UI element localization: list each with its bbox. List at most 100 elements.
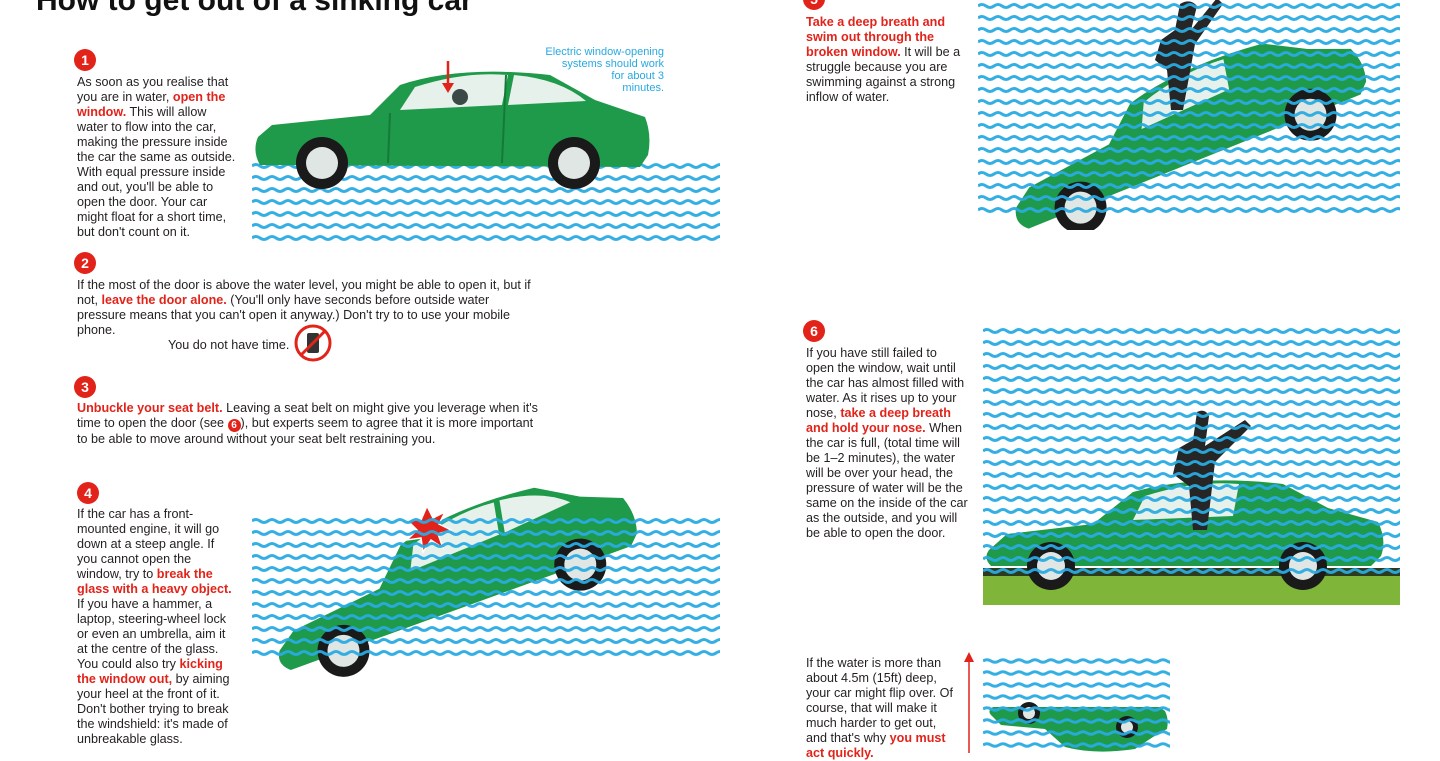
wave-line [983,496,1400,502]
step-5-number: 5 [803,0,825,10]
wave-line [252,518,720,524]
wave-line [983,340,1400,346]
wave-line [252,638,720,644]
step-text-segment: It will be a struggle because you are sw… [806,45,961,104]
wave-line [983,436,1400,442]
step-highlight: open the window. [77,90,226,119]
wave-line [983,484,1400,490]
note-line: minutes. [622,82,664,94]
step-highlight: Take a deep breath and swim out through … [806,15,946,59]
note-line: Electric window-opening [545,46,664,58]
step-text-segment: by aiming your heel at the front of it. … [77,672,230,746]
step-5-text: Take a deep breath and swim out through … [806,15,966,105]
step-text-segment: This will allow water to flow into the c… [77,105,236,239]
wave-line [252,199,720,205]
step-text-segment: If the car has a front-mounted engine, i… [77,507,220,581]
wave-line [983,694,1170,700]
wave-line [983,556,1400,562]
wave-line [252,235,720,241]
no-phone-icon [294,324,332,362]
step-highlight: break the glass with a heavy object. [77,567,232,596]
wave-line [978,111,1400,117]
wave-line [983,706,1170,712]
wave-line [983,718,1170,724]
wave-line [983,448,1400,454]
step-3-number: 3 [74,376,96,398]
wave-line [983,460,1400,466]
step-6-reference: 6 [227,419,241,432]
wave-line [252,187,720,193]
wave-line [983,730,1170,736]
wave-line [252,602,720,608]
step-2-extra: You do not have time. [168,338,290,352]
step-2-text: If the most of the door is above the wat… [77,278,537,338]
water-waves-4 [252,518,720,656]
wave-line [978,63,1400,69]
step-text-segment: If the water is more than about 4.5m (15… [806,656,953,745]
step-6-text: If you have still failed to open the win… [806,346,968,541]
step-4-number: 4 [77,482,99,504]
step-2-number: 2 [74,252,96,274]
water-waves-5 [978,3,1400,213]
page-title: How to get out of a sinking car [36,0,473,17]
water-waves-6 [983,328,1400,574]
step-1-text: As soon as you realise that you are in w… [77,75,237,240]
step-text-segment: (You'll only have seconds before outside… [77,293,510,337]
wave-line [983,376,1400,382]
wave-line [983,328,1400,334]
wave-line [252,566,720,572]
wave-line [978,183,1400,189]
step-text-segment: If you have a hammer, a laptop, steering… [77,597,227,671]
step-text-segment: When the car is full, (total time will b… [806,421,968,540]
note-line: for about 3 [611,70,664,82]
wave-line [978,75,1400,81]
wave-line [983,670,1170,676]
wave-line [983,568,1400,574]
wave-line [252,614,720,620]
step-highlight: leave the door alone. [101,293,227,307]
wave-line [978,171,1400,177]
wave-line [252,530,720,536]
wave-line [252,211,720,217]
note-line: systems should work [561,58,664,70]
wave-line [983,472,1400,478]
wave-line [252,554,720,560]
step-text-segment: As soon as you realise that you are in w… [77,75,229,104]
wave-line [978,195,1400,201]
wave-line [978,207,1400,213]
wave-line [978,27,1400,33]
electric-window-note: Electric window-opening systems should w… [520,46,664,94]
wave-line [983,388,1400,394]
wave-line [252,650,720,656]
wave-line [252,542,720,548]
wave-line [978,3,1400,9]
step-text-segment: Leaving a seat belt on might give you le… [77,401,538,430]
wave-line [978,123,1400,129]
wave-line [252,626,720,632]
wave-line [983,364,1400,370]
wave-line [983,742,1170,748]
wave-line [978,15,1400,21]
step-4-text: If the car has a front-mounted engine, i… [77,507,237,747]
step-highlight: Unbuckle your seat belt. [77,401,223,415]
wave-line [983,658,1170,664]
step-3-text: Unbuckle your seat belt. Leaving a seat … [77,401,547,447]
wave-line [978,87,1400,93]
wave-line [978,51,1400,57]
step-7-text: If the water is more than about 4.5m (15… [806,656,958,761]
step-text-segment: ), but experts seem to agree that it is … [77,416,534,446]
wave-line [983,520,1400,526]
wave-line [978,147,1400,153]
step-highlight: take a deep breath and hold your nose. [806,406,951,435]
wave-line [983,532,1400,538]
wave-line [983,682,1170,688]
wave-line [252,590,720,596]
wave-line [983,400,1400,406]
step-text-segment: If the most of the door is above the wat… [77,278,531,307]
wave-line [978,159,1400,165]
floating-car-illustration [255,61,650,189]
wave-line [983,412,1400,418]
wave-line [978,39,1400,45]
step-highlight: kicking the window out, [77,657,223,686]
wave-line [983,424,1400,430]
